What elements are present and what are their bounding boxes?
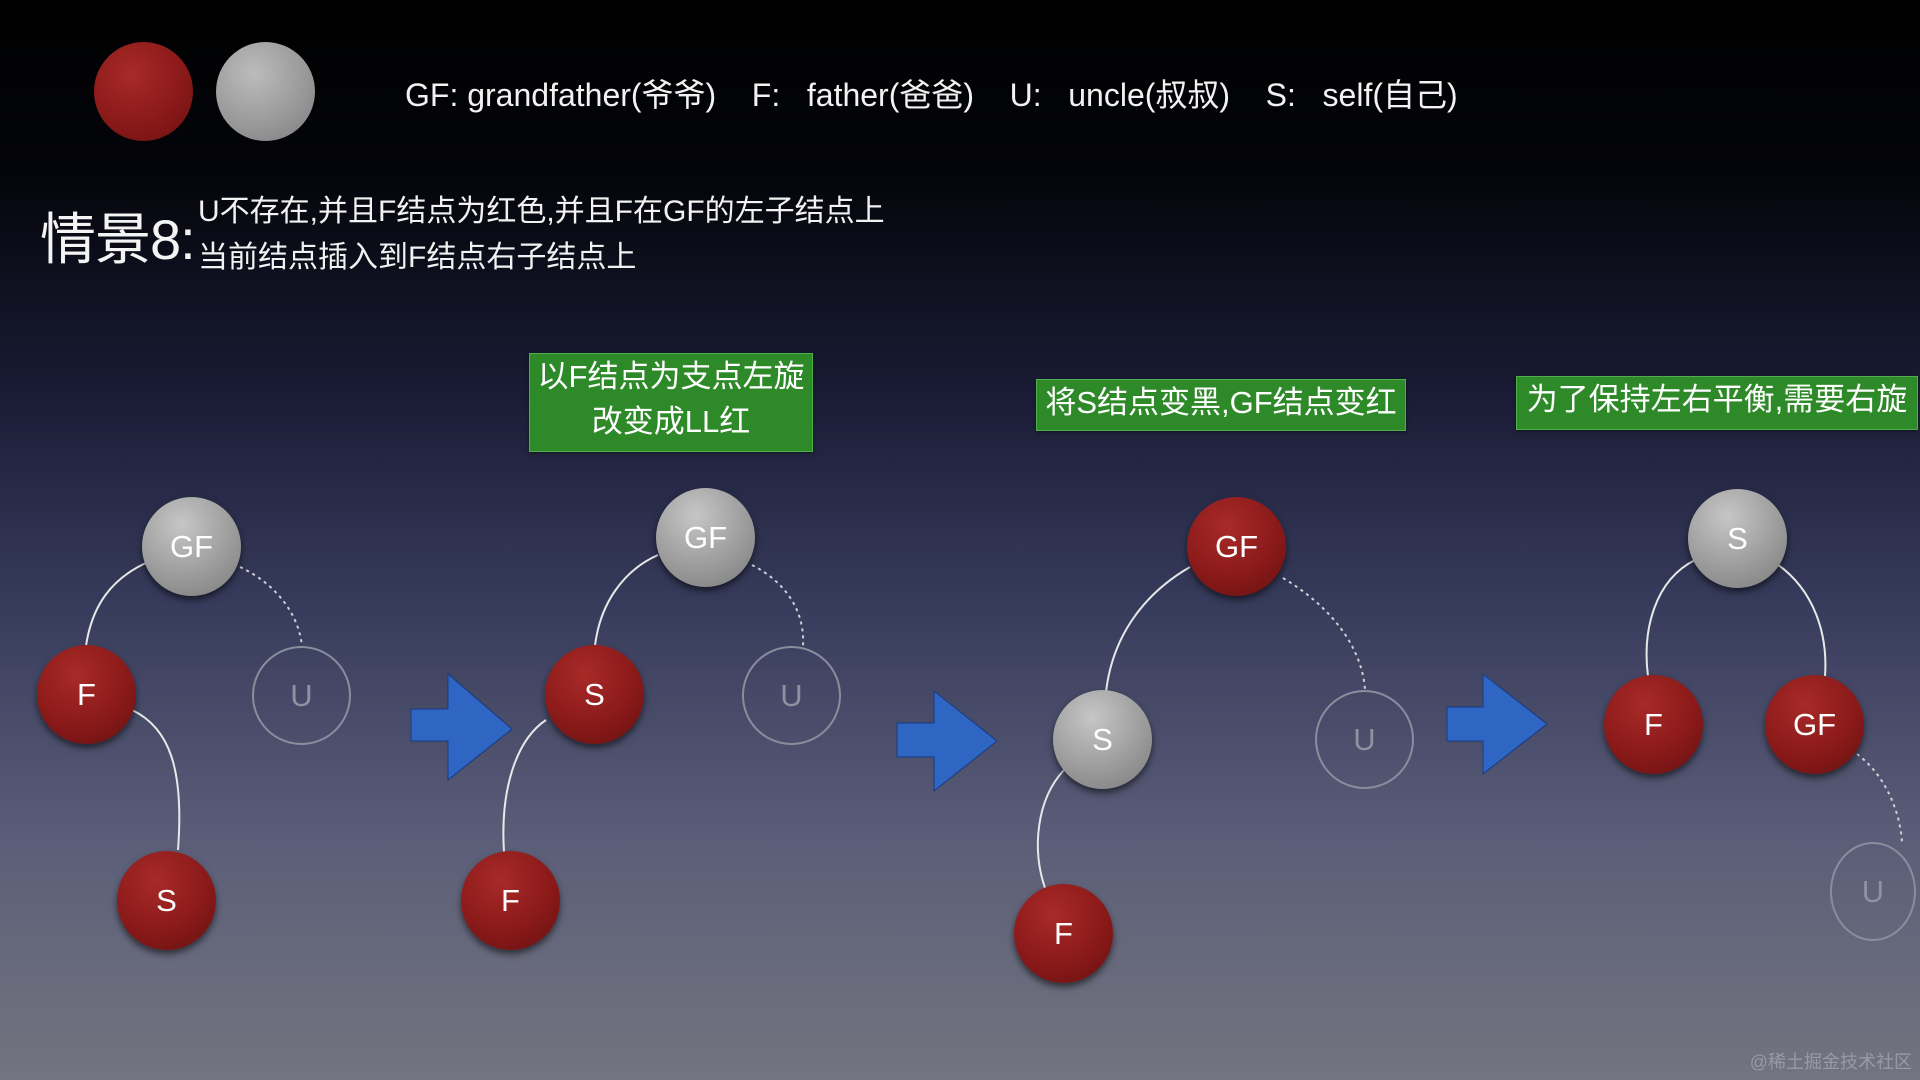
tree3-edge-gf-u: [1282, 577, 1366, 691]
tree2-edge-gf-u: [751, 564, 805, 647]
tree1-node-gf: GF: [142, 497, 241, 596]
step-3-label: 为了保持左右平衡,需要右旋: [1516, 376, 1918, 430]
tree4-node-gf: GF: [1765, 675, 1864, 774]
tree3-edge-s-f: [1036, 769, 1065, 889]
step-2-label-line-1: 将S结点变黑,GF结点变红: [1045, 385, 1397, 420]
tree4-edge-gf-u: [1856, 753, 1903, 843]
tree2-edge-s-f: [502, 719, 547, 853]
step-1-label-line-1: 以F结点为支点左旋: [537, 359, 805, 394]
tree2-node-f: F: [461, 851, 560, 950]
arrow-1-shape: [410, 672, 513, 782]
tree4-node-s: S: [1688, 489, 1787, 588]
tree1-edge-f-s: [131, 709, 181, 851]
step-1-label: 以F结点为支点左旋 改变成LL红: [529, 353, 813, 452]
step-3-label-line-1: 为了保持左右平衡,需要右旋: [1526, 382, 1908, 417]
scene-description-line-1: U不存在,并且F结点为红色,并且F在GF的左子结点上: [198, 195, 885, 228]
legend-red-node: [94, 42, 193, 141]
tree3-node-f: F: [1014, 884, 1113, 983]
tree1-node-f: F: [37, 645, 136, 744]
tree4-node-u: U: [1830, 842, 1916, 941]
tree1-edge-gf-f: [85, 561, 149, 647]
tree2-node-gf: GF: [656, 488, 755, 587]
legend-black-node: [216, 42, 315, 141]
tree1-node-u: U: [252, 646, 351, 745]
tree3-node-u: U: [1315, 690, 1414, 789]
tree3-node-s: S: [1053, 690, 1152, 789]
tree4-node-f: F: [1604, 675, 1703, 774]
watermark: @稀土掘金技术社区: [1749, 1052, 1912, 1072]
tree1-edge-gf-u: [239, 566, 303, 647]
arrow-2-shape: [896, 689, 998, 793]
scene-description-line-2: 当前结点插入到F结点右子结点上: [198, 241, 637, 274]
tree2-edge-gf-s: [594, 554, 659, 647]
tree2-node-u: U: [742, 646, 841, 745]
step-2-label: 将S结点变黑,GF结点变红: [1036, 379, 1406, 431]
tree3-node-gf: GF: [1187, 497, 1286, 596]
legend-text: GF: grandfather(爷爷) F: father(爸爸) U: unc…: [405, 77, 1458, 113]
tree2-node-s: S: [545, 645, 644, 744]
tree3-edge-gf-s: [1105, 566, 1191, 693]
scene-title: 情景8:: [40, 208, 196, 271]
step-1-label-line-2: 改变成LL红: [591, 404, 751, 439]
tree1-node-s: S: [117, 851, 216, 950]
tree4-edge-s-f: [1645, 559, 1696, 677]
tree4-edge-s-gf: [1776, 563, 1827, 677]
arrow-3-shape: [1446, 672, 1548, 776]
